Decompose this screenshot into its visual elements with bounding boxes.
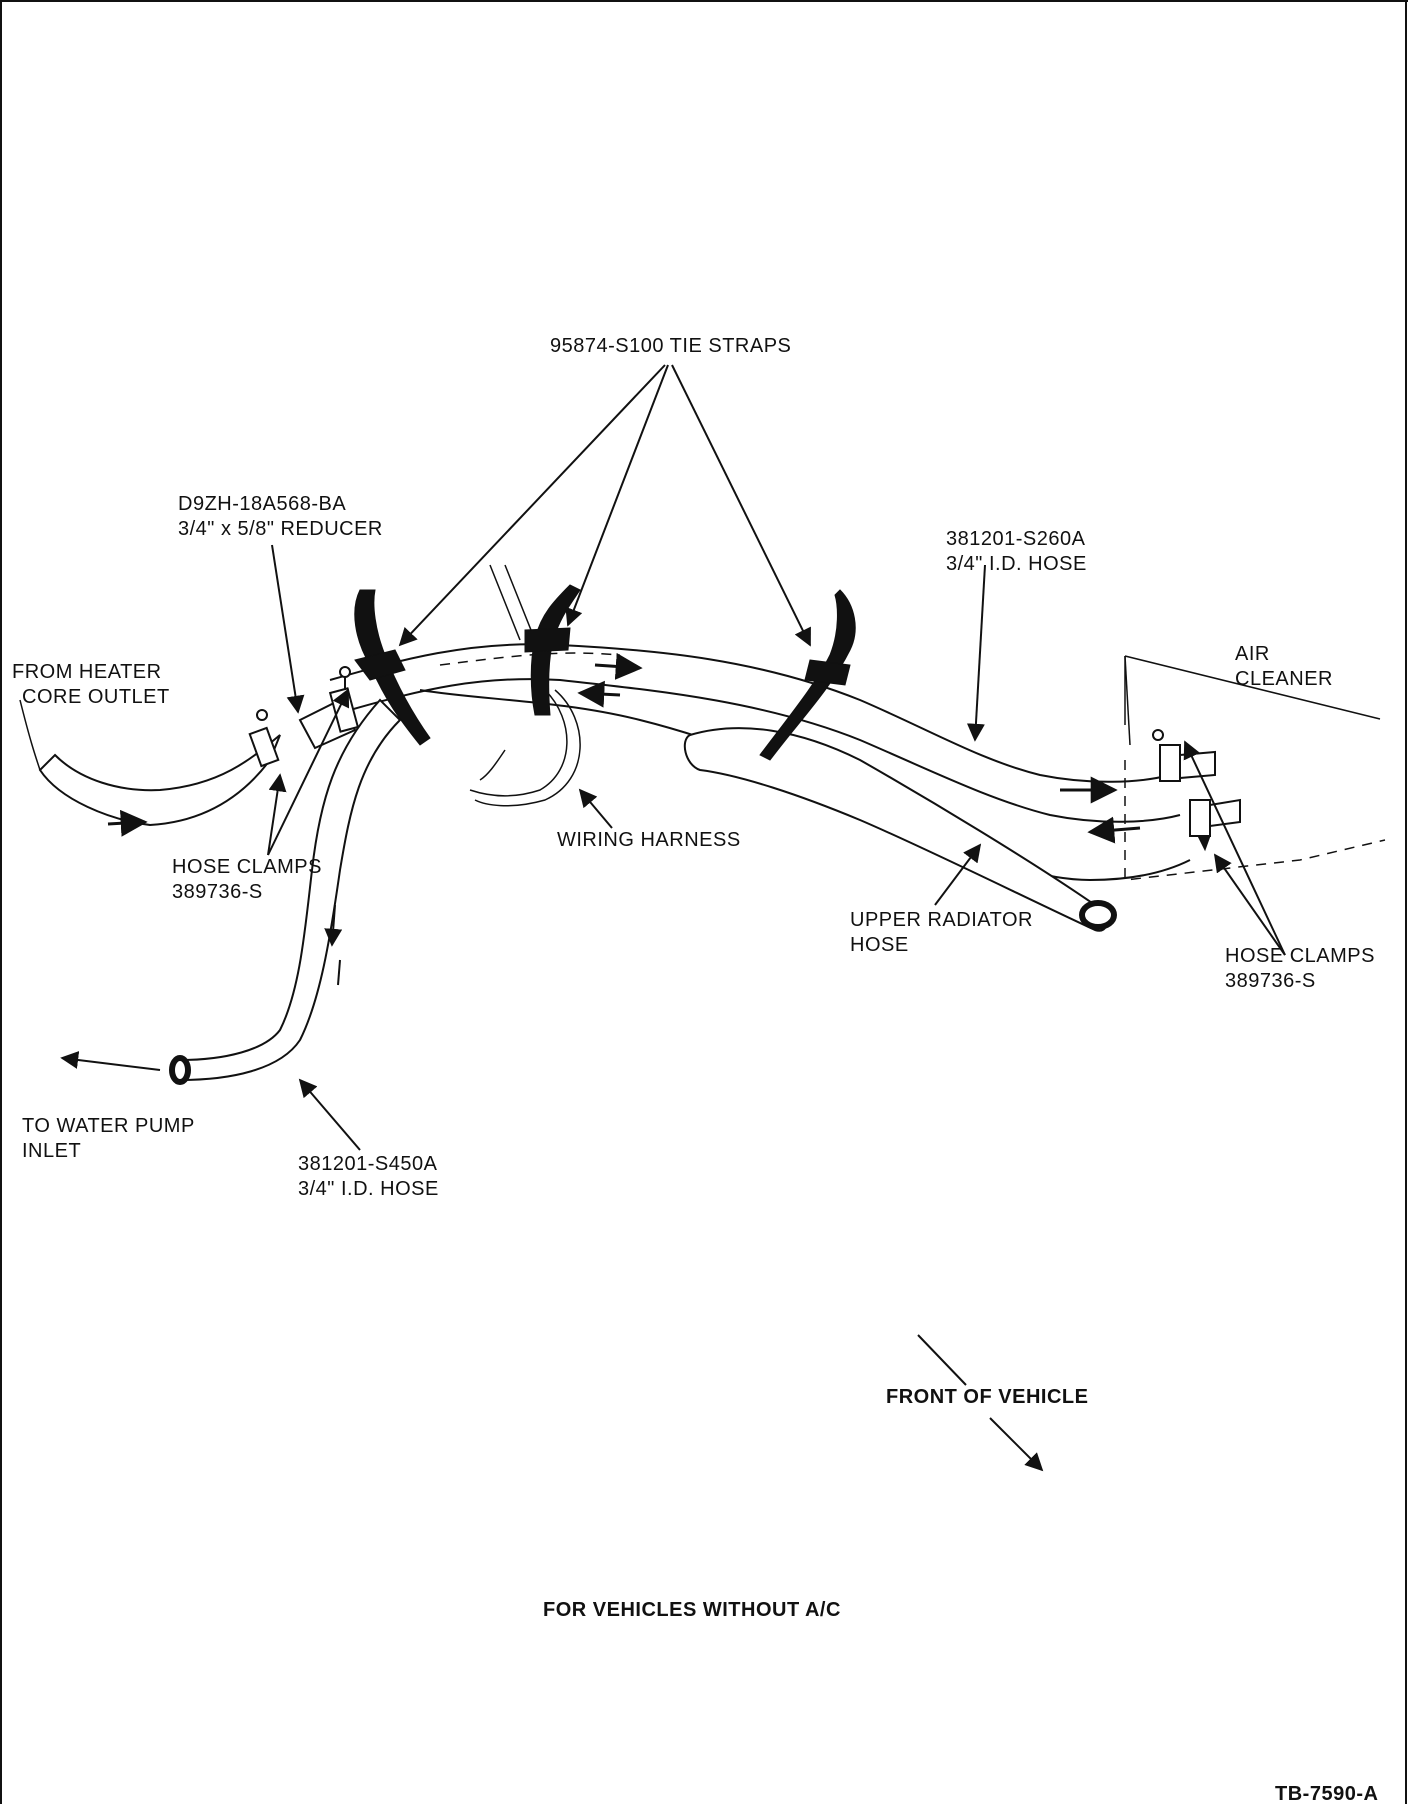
label-air: AIR (1235, 643, 1270, 665)
label-hose-clamps-left-part: 389736-S (172, 881, 263, 903)
hose-clamp-left (248, 709, 280, 768)
tie-strap-right (759, 589, 856, 761)
tie-strap-middle (524, 584, 581, 716)
label-cleaner: CLEANER (1235, 668, 1333, 690)
label-tie-straps: 95874-S100 TIE STRAPS (550, 335, 791, 357)
label-from-heater: FROM HEATER (12, 661, 162, 683)
label-upper-hose-part: 381201-S260A (946, 528, 1086, 550)
label-wiring-harness: WIRING HARNESS (557, 829, 741, 851)
figure-caption: FOR VEHICLES WITHOUT A/C (543, 1599, 841, 1621)
hose-clamp-right-lower (1189, 798, 1241, 852)
hose-clamp-right-upper (1152, 729, 1216, 782)
label-front-of-vehicle: FRONT OF VEHICLE (886, 1386, 1088, 1408)
leader-lines (60, 364, 1286, 1151)
label-hose-clamps-right: HOSE CLAMPS (1225, 945, 1375, 967)
label-upper-radiator: UPPER RADIATOR (850, 909, 1033, 931)
label-lower-hose-desc: 3/4" I.D. HOSE (298, 1178, 439, 1200)
label-upper-radiator-hose: HOSE (850, 934, 909, 956)
label-water-pump: TO WATER PUMP (22, 1115, 195, 1137)
label-lower-hose-part: 381201-S450A (298, 1153, 438, 1175)
flow-arrows (107, 652, 1141, 844)
air-cleaner (1124, 655, 1386, 881)
front-of-vehicle-arrow (917, 1334, 1044, 1472)
label-reducer-part: D9ZH-18A568-BA (178, 493, 346, 515)
label-upper-hose-desc: 3/4" I.D. HOSE (946, 553, 1087, 575)
water-pump-hose (169, 698, 402, 1085)
label-hose-clamps-left: HOSE CLAMPS (172, 856, 322, 878)
figure-id: TB-7590-A (1275, 1783, 1378, 1804)
heater-core-hose (19, 699, 281, 827)
upper-radiator-hose (683, 727, 1117, 932)
label-hose-clamps-right-part: 389736-S (1225, 970, 1316, 992)
reducer-fitting (298, 666, 360, 750)
label-water-pump-inlet: INLET (22, 1140, 81, 1162)
radiator-hose-end (1079, 900, 1117, 930)
tie-strap-left (354, 589, 431, 746)
water-pump-hose-end (169, 1055, 191, 1085)
label-reducer-desc: 3/4" x 5/8" REDUCER (178, 518, 383, 540)
label-core-outlet: CORE OUTLET (22, 686, 170, 708)
